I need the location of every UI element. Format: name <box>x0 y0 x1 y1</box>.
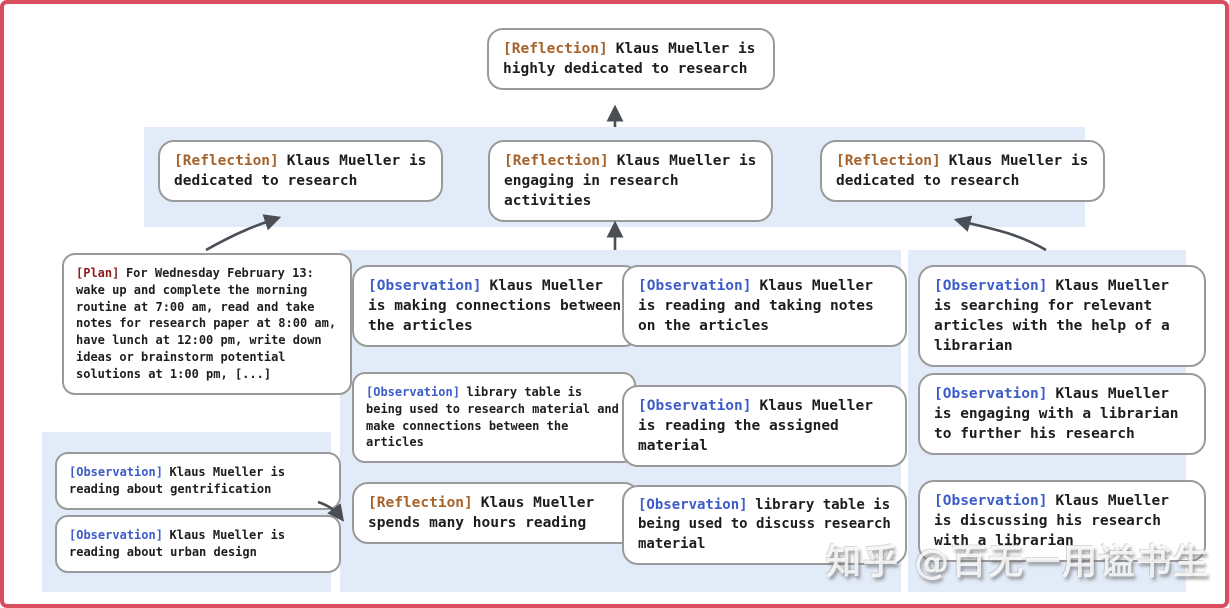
node-text: Klaus Mueller is reading about urban des… <box>69 528 286 559</box>
observation-label: [Observation] <box>638 398 752 414</box>
node-observation-library-table-research: [Observation]library table is being used… <box>352 372 636 464</box>
node-plan: [Plan]For Wednesday February 13: wake up… <box>62 253 352 395</box>
observation-label: [Observation] <box>368 278 482 294</box>
watermark: 知乎 @百无一用谥书生 <box>826 543 1211 583</box>
reflection-label: [Reflection] <box>503 41 608 57</box>
node-text: library table is being used to discuss r… <box>638 497 891 552</box>
observation-label: [Observation] <box>638 278 752 294</box>
node-observation-discussing-research: [Observation]Klaus Mueller is discussing… <box>918 480 1206 562</box>
node-reflection-spends-hours-reading: [Reflection]Klaus Mueller spends many ho… <box>352 482 640 544</box>
reflection-label: [Reflection] <box>836 153 941 169</box>
observation-label: [Observation] <box>69 465 163 479</box>
node-text: Klaus Mueller is engaging with a librari… <box>934 386 1179 442</box>
node-text: Klaus Mueller is engaging in research ac… <box>504 153 757 209</box>
node-reflection-right: [Reflection]Klaus Mueller is dedicated t… <box>820 140 1105 202</box>
node-text: Klaus Mueller is searching for relevant … <box>934 278 1170 354</box>
node-observation-gentrification: [Observation]Klaus Mueller is reading ab… <box>55 452 341 510</box>
reflection-label: [Reflection] <box>504 153 609 169</box>
node-text: Klaus Mueller is reading the assigned ma… <box>638 398 873 454</box>
node-text: library table is being used to research … <box>366 385 619 450</box>
observation-label: [Observation] <box>934 278 1048 294</box>
node-observation-making-connections: [Observation]Klaus Mueller is making con… <box>352 265 640 347</box>
node-text: Klaus Mueller is discussing his research… <box>934 493 1169 549</box>
node-text: Klaus Mueller is highly dedicated to res… <box>503 41 756 77</box>
node-observation-searching-articles: [Observation]Klaus Mueller is searching … <box>918 265 1206 367</box>
node-reflection-middle: [Reflection]Klaus Mueller is engaging in… <box>488 140 773 222</box>
node-text: Klaus Mueller is dedicated to research <box>836 153 1089 189</box>
observation-label: [Observation] <box>69 528 163 542</box>
node-text: Klaus Mueller is making connections betw… <box>368 278 622 334</box>
node-text: Klaus Mueller spends many hours reading <box>368 495 595 531</box>
reflection-label: [Reflection] <box>174 153 279 169</box>
observation-label: [Observation] <box>934 386 1048 402</box>
observation-label: [Observation] <box>366 385 460 399</box>
node-text: Klaus Mueller is dedicated to research <box>174 153 427 189</box>
node-observation-library-table-discuss: [Observation]library table is being used… <box>622 485 907 565</box>
node-reflection-top: [Reflection]Klaus Mueller is highly dedi… <box>487 28 775 90</box>
plan-label: [Plan] <box>76 266 120 280</box>
node-text: Klaus Mueller is reading about gentrific… <box>69 465 286 496</box>
observation-label: [Observation] <box>638 497 748 513</box>
node-observation-engaging-librarian: [Observation]Klaus Mueller is engaging w… <box>918 373 1206 455</box>
node-observation-taking-notes: [Observation]Klaus Mueller is reading an… <box>622 265 907 347</box>
node-observation-urban-design: [Observation]Klaus Mueller is reading ab… <box>55 515 341 573</box>
node-text: Klaus Mueller is reading and taking note… <box>638 278 874 334</box>
node-observation-assigned-material: [Observation]Klaus Mueller is reading th… <box>622 385 907 467</box>
node-reflection-left: [Reflection]Klaus Mueller is dedicated t… <box>158 140 443 202</box>
node-text: For Wednesday February 13: wake up and c… <box>76 266 337 381</box>
reflection-label: [Reflection] <box>368 495 473 511</box>
observation-label: [Observation] <box>934 493 1048 509</box>
